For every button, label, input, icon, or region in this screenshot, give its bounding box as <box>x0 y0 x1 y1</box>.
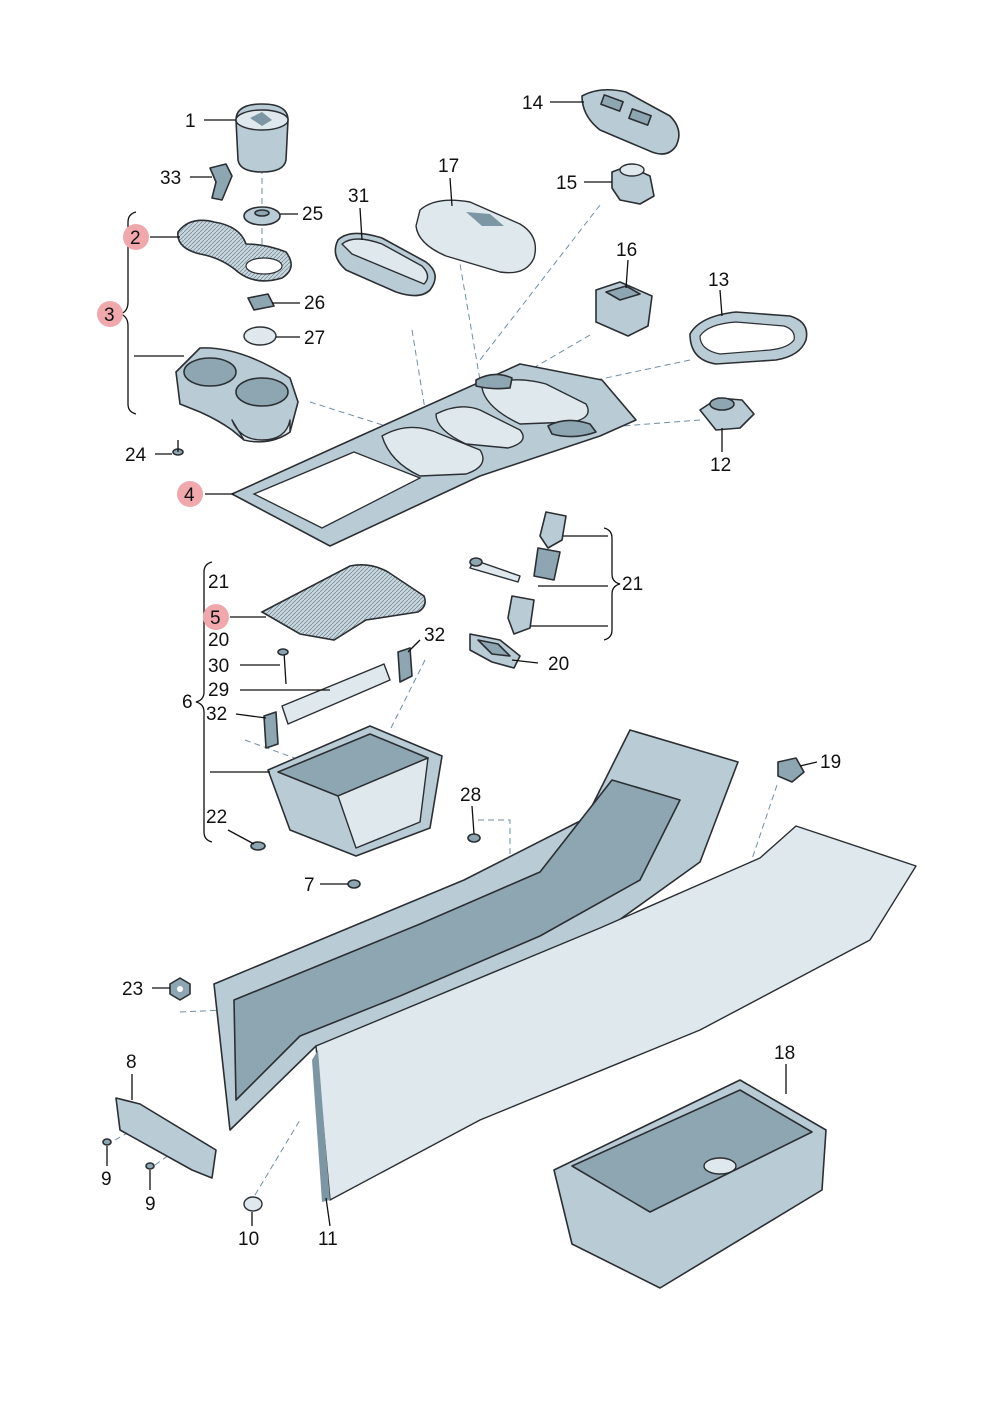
part-10-grommet <box>243 1196 263 1212</box>
part-22-screw <box>250 841 266 851</box>
part-24-screw <box>172 440 184 456</box>
label-part-17[interactable]: 17 <box>438 156 459 177</box>
label-part-15[interactable]: 15 <box>556 173 577 194</box>
label-part-9-right[interactable]: 9 <box>145 1194 156 1215</box>
part-31-cover <box>334 232 436 297</box>
part-21-socket-assembly <box>469 511 567 635</box>
label-part-18[interactable]: 18 <box>774 1043 795 1064</box>
highlight-marker-3 <box>97 301 123 327</box>
label-part-3[interactable]: 3 <box>104 305 115 326</box>
part-number-labels: 1 33 25 2 31 17 14 15 16 13 26 3 27 24 1… <box>101 93 841 1250</box>
label-part-32-lower[interactable]: 32 <box>206 704 227 725</box>
part-26-clip <box>247 293 275 311</box>
part-25-ring <box>243 206 281 226</box>
part-19-clip <box>777 757 805 783</box>
label-part-20-left[interactable]: 20 <box>208 630 229 651</box>
part-4-trim-panel <box>231 363 637 547</box>
label-part-26[interactable]: 26 <box>304 293 325 314</box>
label-part-6[interactable]: 6 <box>182 692 193 713</box>
part-9-screw-b <box>145 1162 155 1170</box>
label-part-20-right[interactable]: 20 <box>548 654 569 675</box>
part-30-bolt <box>277 648 289 685</box>
label-part-27[interactable]: 27 <box>304 328 325 349</box>
part-9-screw-a <box>102 1138 112 1146</box>
label-part-4[interactable]: 4 <box>184 485 195 506</box>
part-3-cup-holder <box>175 347 299 443</box>
part-16-control-unit <box>595 281 653 337</box>
label-part-32-upper[interactable]: 32 <box>424 625 445 646</box>
label-part-8[interactable]: 8 <box>126 1052 137 1073</box>
part-28-screw <box>467 833 481 843</box>
part-32-clip-lower <box>263 711 279 749</box>
label-part-31[interactable]: 31 <box>348 186 369 207</box>
part-33-clip <box>209 163 233 201</box>
part-2-cupholder-mat <box>177 219 292 282</box>
label-part-16[interactable]: 16 <box>616 240 637 261</box>
label-part-25[interactable]: 25 <box>302 204 323 225</box>
highlight-marker-2 <box>123 224 149 250</box>
part-23-nut <box>169 977 191 1001</box>
label-part-5[interactable]: 5 <box>210 608 221 629</box>
part-17-lid <box>415 199 537 274</box>
label-part-28[interactable]: 28 <box>460 785 481 806</box>
label-part-14[interactable]: 14 <box>522 93 544 114</box>
label-part-19[interactable]: 19 <box>820 752 841 773</box>
label-part-10[interactable]: 10 <box>238 1229 259 1250</box>
leader-lines <box>106 101 818 1227</box>
label-part-29[interactable]: 29 <box>208 680 229 701</box>
group-bracket-21 <box>530 527 621 641</box>
part-7-screw <box>347 879 361 889</box>
part-27-pad <box>243 326 277 346</box>
part-1-ashtray-insert <box>235 103 289 173</box>
label-part-30[interactable]: 30 <box>208 656 229 677</box>
label-part-33[interactable]: 33 <box>160 168 181 189</box>
label-part-24[interactable]: 24 <box>125 445 147 466</box>
part-11-center-console <box>213 729 917 1202</box>
label-part-1[interactable]: 1 <box>185 111 196 132</box>
highlight-markers <box>97 224 229 630</box>
label-part-22[interactable]: 22 <box>206 807 227 828</box>
label-part-21-right[interactable]: 21 <box>622 574 643 595</box>
highlight-marker-4 <box>177 481 203 507</box>
part-13-trim-frame <box>689 311 808 365</box>
part-29-strip <box>281 663 391 725</box>
group-bracket-6 <box>195 561 213 843</box>
part-32-clip-upper <box>397 647 413 683</box>
label-part-12[interactable]: 12 <box>710 455 731 476</box>
label-part-11[interactable]: 11 <box>318 1229 338 1250</box>
label-part-13[interactable]: 13 <box>708 270 729 291</box>
label-part-9-left[interactable]: 9 <box>101 1169 112 1190</box>
part-6-storage-box <box>267 725 443 857</box>
highlight-marker-5 <box>203 604 229 630</box>
part-8-cover <box>115 1097 217 1179</box>
part-5-storage-mat <box>260 564 426 641</box>
part-15-switch <box>611 163 655 205</box>
label-part-23[interactable]: 23 <box>122 979 143 1000</box>
label-part-2[interactable]: 2 <box>130 228 141 249</box>
label-part-21-left[interactable]: 21 <box>208 572 229 593</box>
part-14-switch-panel <box>581 88 680 155</box>
label-part-7[interactable]: 7 <box>304 875 315 896</box>
part-18-tray <box>553 1079 827 1289</box>
part-12-knob <box>699 397 755 431</box>
part-20-bracket <box>469 633 521 669</box>
